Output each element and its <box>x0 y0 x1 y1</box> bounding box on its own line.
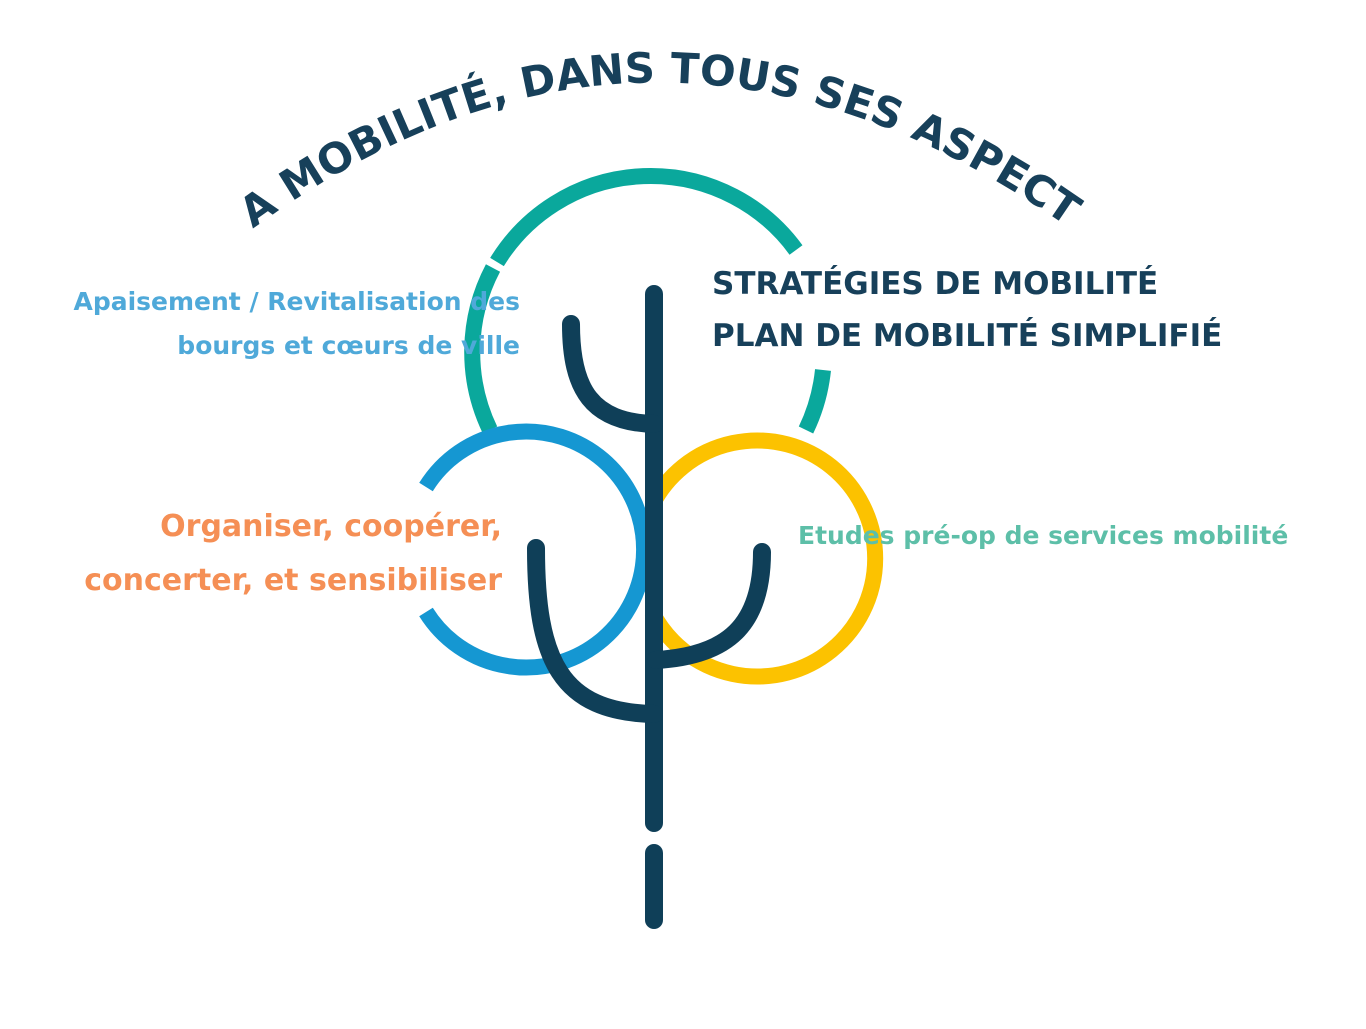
label-organiser: Organiser, coopérer, concerter, et sensi… <box>84 500 502 608</box>
label-strategies: STRATÉGIES DE MOBILITÉ PLAN DE MOBILITÉ … <box>712 258 1222 362</box>
label-revitalisation-line-1: Apaisement / Revitalisation des <box>73 287 520 316</box>
teal-ring-right-arc <box>798 369 831 434</box>
branch-lower-right <box>647 543 771 669</box>
label-organiser-line-2: concerter, et sensibiliser <box>84 563 502 598</box>
label-revitalisation-line-2: bourgs et cœurs de ville <box>177 331 520 360</box>
branch-lower-left <box>527 539 663 723</box>
label-etudes: Etudes pré-op de services mobilité <box>798 516 1288 556</box>
branch-upper-left <box>562 315 663 433</box>
yellow-ring <box>644 432 884 685</box>
label-organiser-line-1: Organiser, coopérer, <box>160 509 502 544</box>
teal-ring-top-arc <box>490 168 803 267</box>
teal-ring <box>464 264 501 434</box>
tree <box>527 285 771 929</box>
label-revitalisation: Apaisement / Revitalisation des bourgs e… <box>73 280 520 368</box>
label-etudes-line-1: Etudes pré-op de services mobilité <box>798 521 1289 550</box>
blue-ring <box>419 423 653 676</box>
label-strategies-line-1: STRATÉGIES DE MOBILITÉ <box>712 266 1159 302</box>
label-strategies-line-2: PLAN DE MOBILITÉ SIMPLIFIÉ <box>712 318 1223 354</box>
